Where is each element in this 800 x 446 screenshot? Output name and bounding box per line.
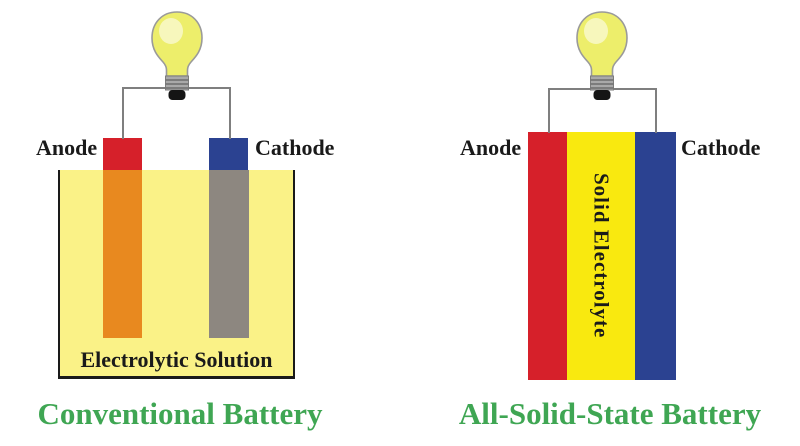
light-bulb-icon — [576, 11, 628, 100]
right-circuit-wire-anode — [548, 88, 550, 133]
light-bulb-icon — [151, 11, 203, 100]
cathode-layer — [635, 132, 676, 380]
anode-layer — [528, 132, 567, 380]
right-circuit-wire-cathode — [655, 88, 657, 133]
cathode-submerged — [209, 170, 249, 338]
cathode-label: Cathode — [255, 135, 335, 160]
electrolytic-solution-label: Electrolytic Solution — [80, 347, 273, 372]
anode-label: Anode — [460, 135, 522, 160]
conventional-battery-title: Conventional Battery — [37, 396, 323, 431]
left-circuit-wire-anode — [122, 87, 124, 139]
solid-electrolyte-label-wrap: Solid Electrolyte — [567, 132, 635, 380]
cathode-terminal — [209, 138, 248, 171]
left-circuit-wire-cathode — [229, 87, 231, 139]
electrolytic-solution-container — [58, 170, 295, 379]
anode-label: Anode — [36, 135, 98, 160]
cathode-label: Cathode — [681, 135, 761, 160]
anode-terminal — [103, 138, 142, 171]
solid-electrolyte-layer — [567, 132, 635, 380]
solid-electrolyte-label: Solid Electrolyte — [589, 173, 614, 339]
anode-submerged — [103, 170, 142, 338]
all-solid-state-battery-title: All-Solid-State Battery — [458, 396, 762, 431]
